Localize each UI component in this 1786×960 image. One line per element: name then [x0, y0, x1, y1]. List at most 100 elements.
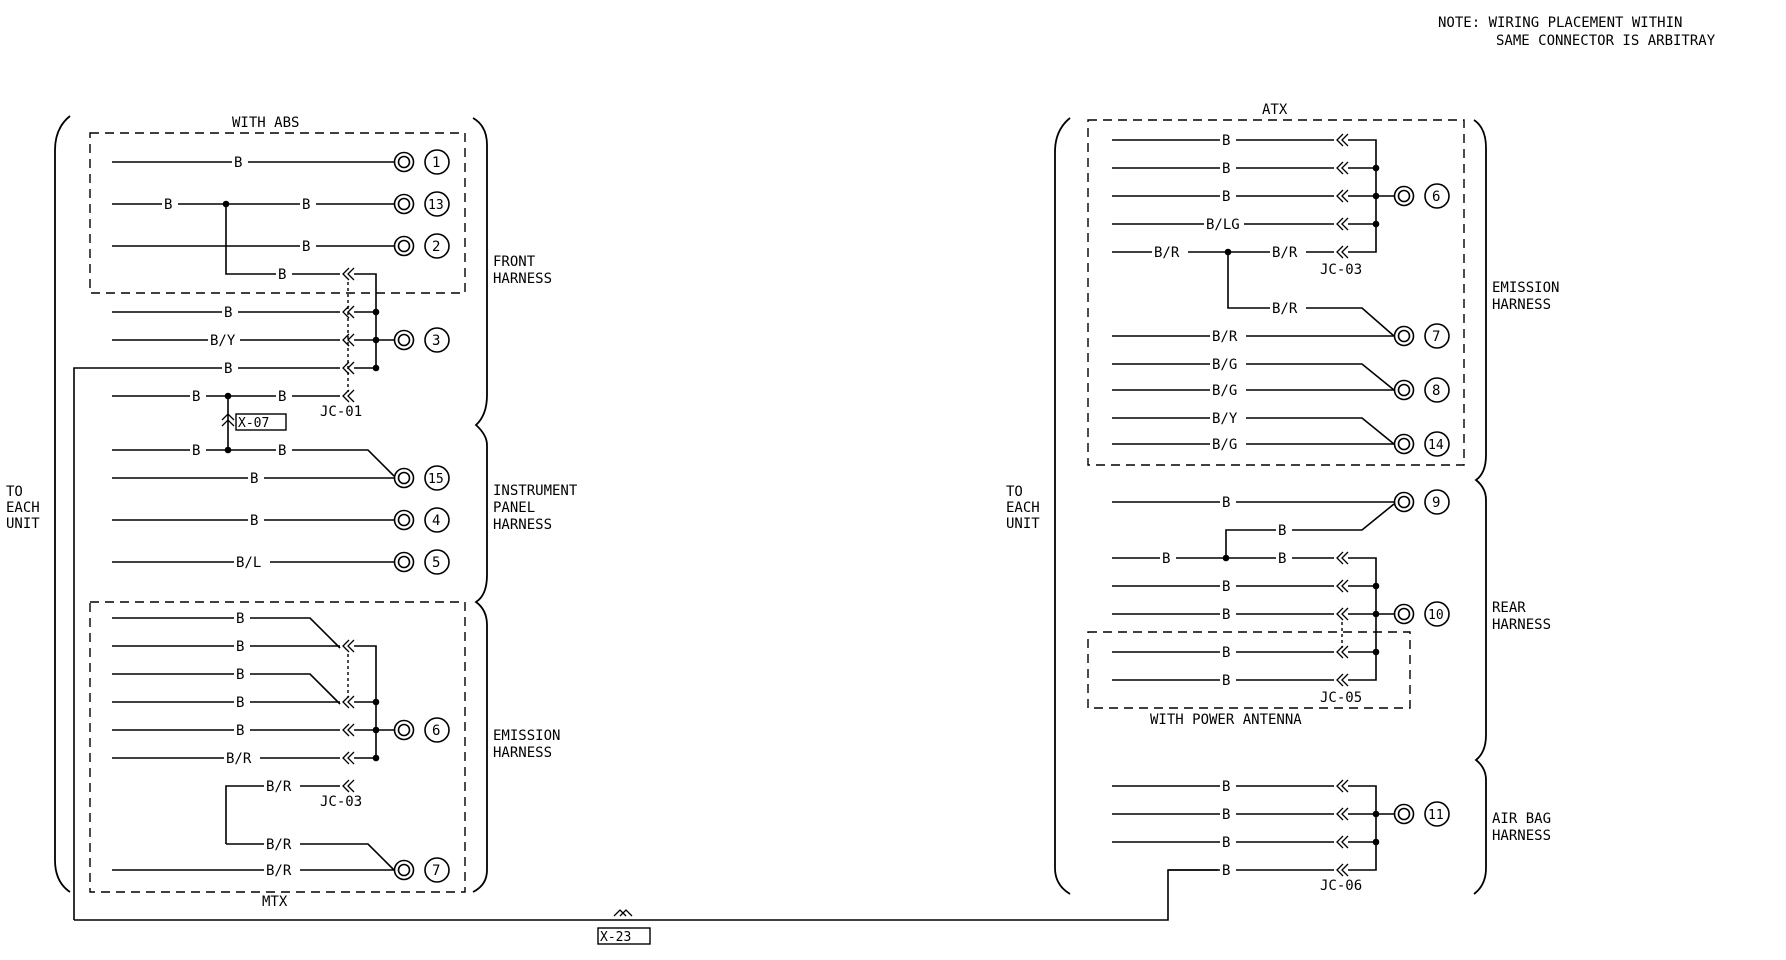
- ground-terminal-icon: [1393, 379, 1415, 401]
- ground-number-2-icon: [424, 233, 450, 259]
- right-to-each-unit-2: EACH: [1006, 500, 1040, 516]
- wire-label-l20: B/R: [226, 751, 252, 767]
- ground-number-r9-icon: [1424, 489, 1450, 515]
- wire-label-r2: B: [1222, 189, 1230, 205]
- ground-number-r10: 10: [1428, 608, 1444, 623]
- ground-number-r14: 14: [1428, 438, 1444, 453]
- wire-label-l23: B/R: [266, 863, 292, 879]
- wire-label-r12: B: [1222, 495, 1230, 511]
- wire-label-r17: B: [1222, 607, 1230, 623]
- ground-terminal-icon: [1393, 433, 1415, 455]
- ground-terminal-icon: [1393, 325, 1415, 347]
- wire-label-l18: B: [236, 695, 244, 711]
- wire-label-l2: B: [302, 197, 310, 213]
- left-emission-harness-label-1: EMISSION: [493, 728, 560, 744]
- ground-number-r14-icon: [1424, 431, 1450, 457]
- with-abs-label: WITH ABS: [232, 115, 299, 131]
- wire-label-l3: B: [302, 239, 310, 255]
- ground-number-r9: 9: [1432, 495, 1440, 511]
- ground-number-15-icon: [424, 465, 450, 491]
- wire-label-l1: B: [164, 197, 172, 213]
- emission-harness-bracket: [472, 625, 488, 893]
- ground-number-15: 15: [428, 472, 444, 487]
- ground-terminal-icon: [393, 551, 415, 573]
- wire-label-r18: B: [1222, 645, 1230, 661]
- wire-label-l8: B: [192, 389, 200, 405]
- wire-label-l15: B: [236, 611, 244, 627]
- ground-number-5-icon: [424, 549, 450, 575]
- ground-terminal-icon: [393, 719, 415, 741]
- left-section: TO EACH UNIT FRONT HARNESS INSTRUMENT PA…: [6, 115, 578, 920]
- right-emission-label-2: HARNESS: [1492, 297, 1551, 313]
- ip-harness-bracket: [474, 445, 488, 626]
- ground-number-r7-icon: [1424, 323, 1450, 349]
- right-jc03-label: JC-03: [1320, 262, 1362, 278]
- wire-label-l9: B: [278, 389, 286, 405]
- ground-terminal-icon: [393, 859, 415, 881]
- right-left-bracket: [1054, 117, 1071, 895]
- left-bracket: [54, 115, 71, 893]
- left-to-each-unit-1: TO: [6, 484, 23, 500]
- right-section: TO EACH UNIT EMISSION HARNESS REAR HARNE…: [1006, 102, 1559, 895]
- wire-label-l22: B/R: [266, 837, 292, 853]
- ground-number-r11: 11: [1428, 808, 1444, 823]
- right-to-each-unit-3: UNIT: [1006, 516, 1040, 532]
- wire-label-l19: B: [236, 723, 244, 739]
- ground-terminal-icon: [1393, 185, 1415, 207]
- ground-number-13: 13: [428, 198, 444, 213]
- air-bag-label-2: HARNESS: [1492, 828, 1551, 844]
- ground-terminal-icon: [393, 193, 415, 215]
- rear-bracket: [1474, 500, 1487, 781]
- front-harness-label-2: HARNESS: [493, 271, 552, 287]
- wire-label-l16: B: [236, 639, 244, 655]
- wire-label-l10: B: [192, 443, 200, 459]
- rear-harness-label-1: REAR: [1492, 600, 1526, 616]
- wire-label-r21: B: [1222, 807, 1230, 823]
- wire-label-r14: B: [1162, 551, 1170, 567]
- jc01-label: JC-01: [320, 404, 362, 420]
- front-harness-label-1: FRONT: [493, 254, 536, 270]
- jc06-label: JC-06: [1320, 878, 1362, 894]
- ground-number-r11-icon: [1424, 801, 1450, 827]
- ground-number-3: 3: [432, 333, 440, 349]
- wire-label-l11: B: [278, 443, 286, 459]
- front-harness-bracket: [472, 117, 488, 446]
- ground-number-6: 6: [432, 723, 440, 739]
- ground-number-5: 5: [432, 555, 440, 571]
- ground-number-1: 1: [432, 155, 440, 171]
- ground-terminal-icon: [1393, 803, 1415, 825]
- wire-label-r15: B: [1278, 551, 1286, 567]
- wire-label-r5: B/R: [1272, 245, 1298, 261]
- wire-label-r0: B: [1222, 133, 1230, 149]
- ground-number-2: 2: [432, 239, 440, 255]
- air-bag-bracket: [1473, 780, 1487, 895]
- ip-harness-label-3: HARNESS: [493, 517, 552, 533]
- ground-number-6-icon: [424, 717, 450, 743]
- wire-label-r13: B: [1278, 523, 1286, 539]
- wire-label-r1: B: [1222, 161, 1230, 177]
- x23-label: X-23: [600, 930, 631, 945]
- ground-terminal-icon: [393, 329, 415, 351]
- wire-label-l0: B: [234, 155, 242, 171]
- atx-box: [1087, 119, 1465, 466]
- wire-label-r22: B: [1222, 835, 1230, 851]
- note-line-1: NOTE: WIRING PLACEMENT WITHIN: [1438, 15, 1682, 31]
- note-line-2: SAME CONNECTOR IS ARBITRAY: [1496, 33, 1716, 49]
- wire-label-r10: B/Y: [1212, 411, 1238, 427]
- right-emission-label-1: EMISSION: [1492, 280, 1559, 296]
- ip-harness-label-2: PANEL: [493, 500, 535, 516]
- wire-label-r11: B/G: [1212, 437, 1237, 453]
- ground-number-r8-icon: [1424, 377, 1450, 403]
- wire-label-l13: B: [250, 513, 258, 529]
- with-abs-box: [89, 132, 466, 294]
- ground-number-r6: 6: [1432, 189, 1440, 205]
- left-to-each-unit-2: EACH: [6, 500, 40, 516]
- power-antenna-box: [1087, 631, 1411, 709]
- wire-label-l17: B: [236, 667, 244, 683]
- ip-harness-label-1: INSTRUMENT: [493, 483, 578, 499]
- wire-label-l12: B: [250, 471, 258, 487]
- wire-label-r9: B/G: [1212, 383, 1237, 399]
- air-bag-label-1: AIR BAG: [1492, 811, 1551, 827]
- wire-label-r6: B/R: [1272, 301, 1298, 317]
